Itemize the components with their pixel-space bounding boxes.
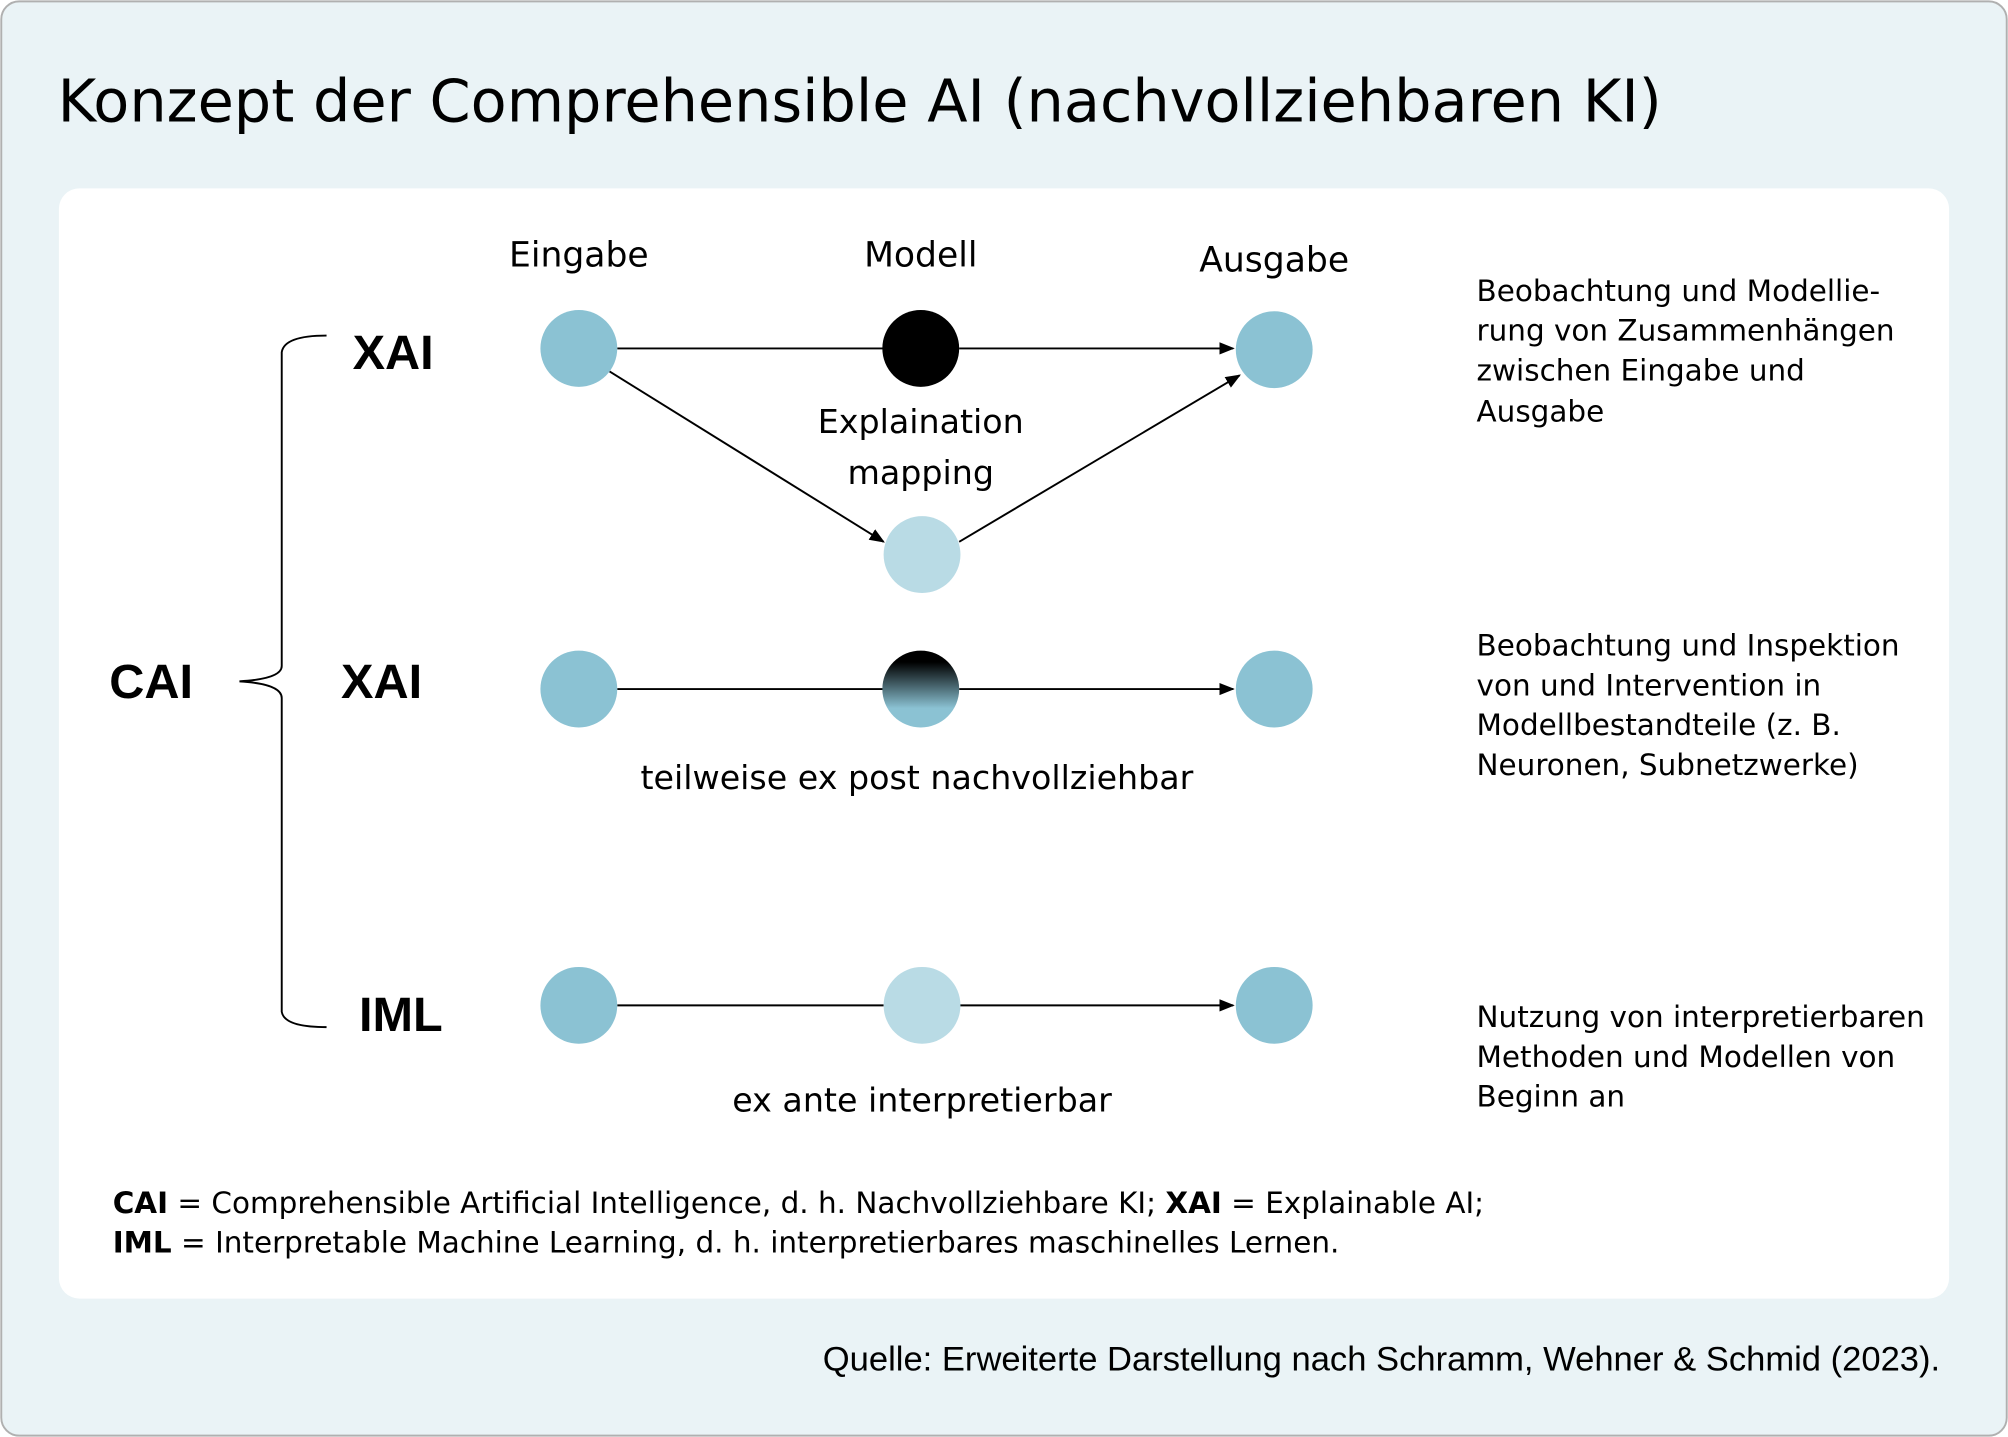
edge-arrow (609, 370, 885, 543)
svg-text:Methoden und Modellen von: Methoden und Modellen von (1477, 1040, 1896, 1074)
svg-text:von und Intervention in: von und Intervention in (1477, 668, 1822, 702)
svg-text:Beobachtung und Inspektion: Beobachtung und Inspektion (1477, 629, 1900, 663)
row-label-xai-2: XAI (341, 655, 422, 709)
row-1-description: Beobachtung und Modellie- rung von Zusam… (1477, 274, 1895, 428)
caption-explanation-mapping-2: mapping (847, 453, 994, 492)
root-label-cai: CAI (109, 655, 193, 709)
caption-explanation-mapping: Explaination (818, 402, 1024, 441)
input-node (540, 650, 618, 728)
input-node (540, 309, 618, 387)
svg-text:rung von Zusammenhängen: rung von Zusammenhängen (1477, 314, 1895, 348)
legend-line-2: IML = Interpretable Machine Learning, d.… (113, 1226, 1340, 1260)
column-input: Eingabe (509, 235, 649, 275)
output-node (1235, 650, 1313, 728)
output-node (1235, 311, 1313, 389)
row-label-xai-1: XAI (353, 326, 434, 380)
svg-text:Beobachtung und Modellie-: Beobachtung und Modellie- (1477, 274, 1881, 308)
row-3-description: Nutzung von interpretierbaren Methoden u… (1477, 1000, 1925, 1113)
edge-arrow (958, 374, 1241, 543)
legend-line-1: CAI = Comprehensible Artificial Intellig… (113, 1186, 1484, 1220)
model-node-interpretable (883, 966, 961, 1044)
input-node (540, 966, 618, 1044)
row-2-description: Beobachtung und Inspektion von und Inter… (1477, 629, 1900, 782)
column-model: Modell (864, 235, 977, 275)
svg-text:Neuronen, Subnetzwerke): Neuronen, Subnetzwerke) (1477, 748, 1859, 782)
svg-text:Beginn an: Beginn an (1477, 1080, 1626, 1114)
svg-text:zwischen Eingabe und: zwischen Eingabe und (1477, 353, 1805, 387)
svg-text:Ausgabe: Ausgabe (1477, 394, 1605, 428)
caption-ex-post: teilweise ex post nachvollziehbar (640, 758, 1193, 797)
explanation-node (883, 516, 961, 593)
svg-text:Modellbestandteile (z. B.: Modellbestandteile (z. B. (1477, 708, 1841, 742)
content-panel (58, 188, 1950, 1299)
caption-ex-ante: ex ante interpretierbar (732, 1081, 1112, 1120)
brace (239, 334, 327, 1029)
page-title: Konzept der Comprehensible AI (nachvollz… (58, 67, 1662, 136)
column-output: Ausgabe (1199, 241, 1349, 281)
output-node (1235, 966, 1313, 1044)
model-node-blackbox (882, 309, 960, 387)
source-note: Quelle: Erweiterte Darstellung nach Schr… (823, 1340, 1940, 1378)
row-label-iml: IML (359, 988, 443, 1042)
model-node-partial (882, 650, 960, 728)
svg-text:Nutzung von interpretierbaren: Nutzung von interpretierbaren (1477, 1000, 1925, 1034)
